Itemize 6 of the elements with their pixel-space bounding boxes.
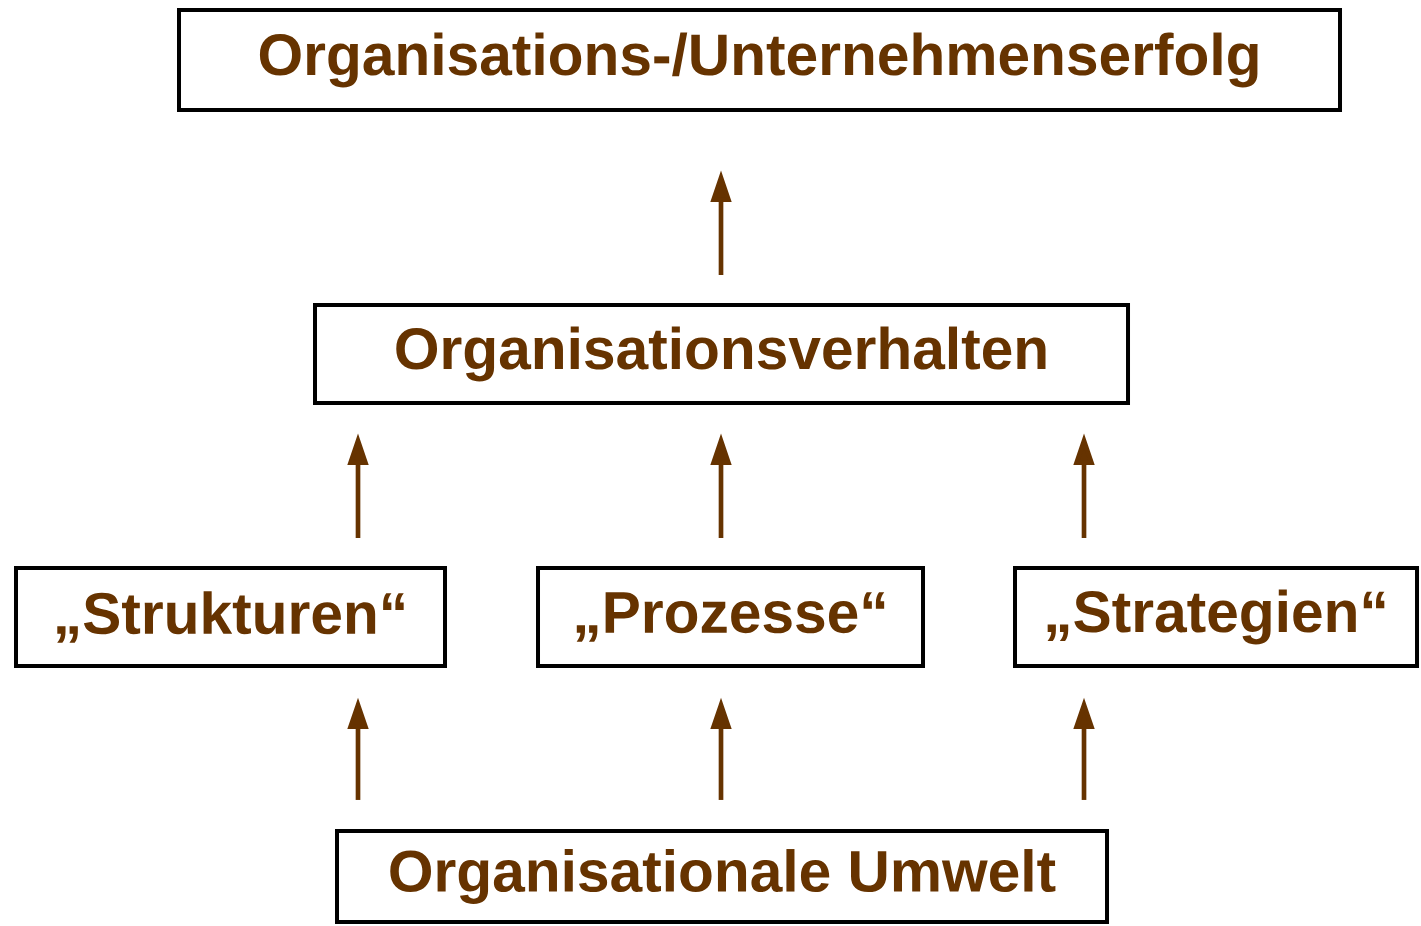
text-box: „Prozesse“ xyxy=(536,566,925,668)
text-box: Organisations-/Unternehmenserfolg xyxy=(177,8,1342,112)
text-box: „Strategien“ xyxy=(1013,566,1419,668)
text-box: Organisationsverhalten xyxy=(313,303,1130,405)
text-box: „Strukturen“ xyxy=(14,566,447,668)
text-box: Organisationale Umwelt xyxy=(335,829,1109,924)
